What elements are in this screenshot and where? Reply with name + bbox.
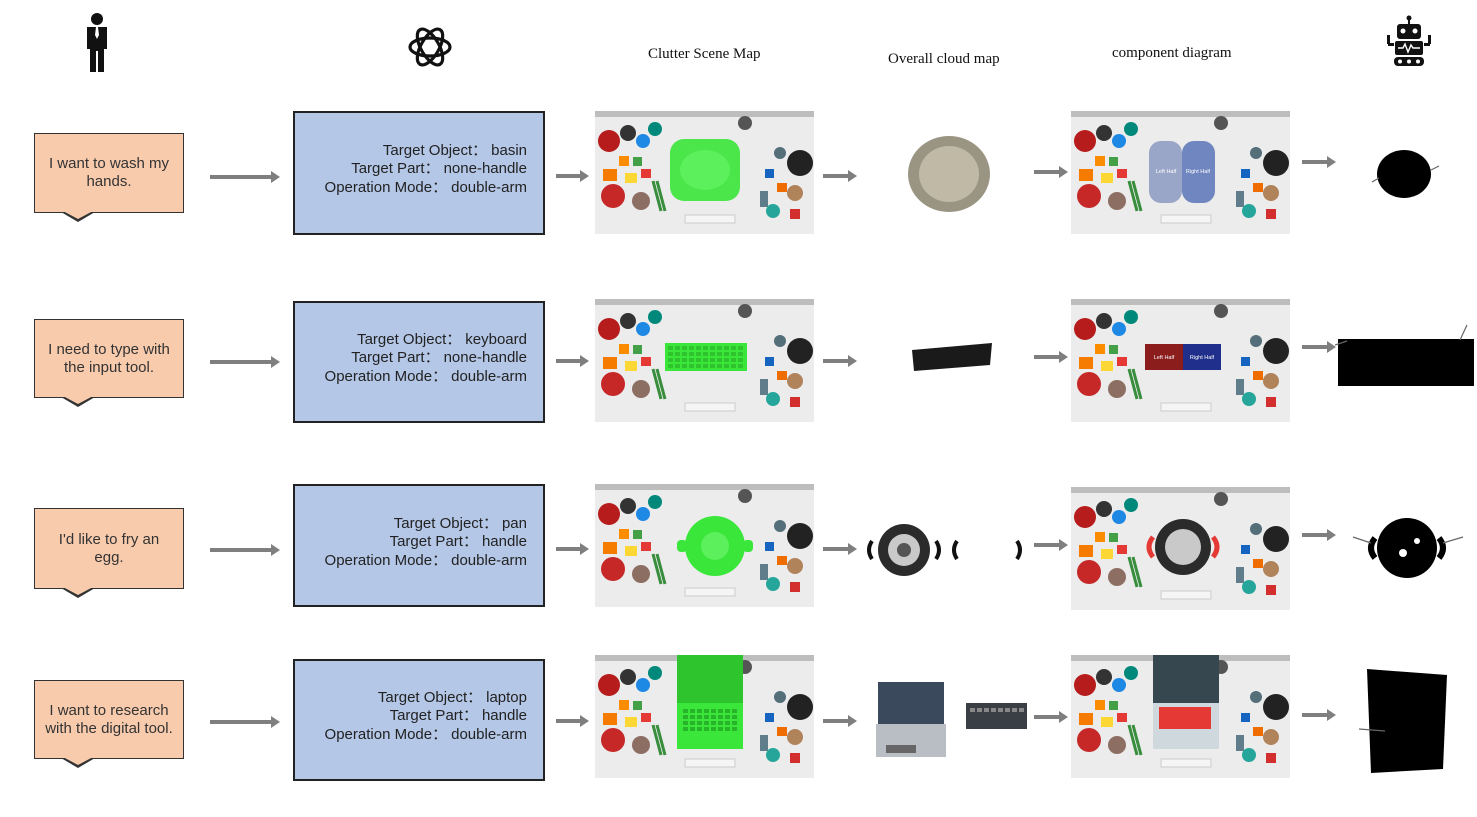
robot-grasp-result [1335, 305, 1475, 415]
target-part-label: Target Part： [351, 349, 440, 366]
flow-arrow [823, 170, 857, 182]
instruction-callout: I want to research with the digital tool… [34, 680, 184, 759]
operation-mode-value: double-arm [451, 179, 527, 196]
target-part-value: handle [481, 532, 527, 550]
operation-mode-label: Operation Mode： [324, 179, 448, 196]
operation-mode-label: Operation Mode： [324, 368, 448, 385]
target-part-label: Target Part： [351, 160, 440, 177]
robot-grasp-result [1335, 493, 1475, 603]
target-part-value: handle [481, 707, 527, 724]
instruction-callout: I need to type with the input tool. [34, 319, 184, 398]
callout-tail-fill [63, 211, 93, 219]
instruction-callout: I'd like to fry an egg. [34, 508, 184, 589]
flow-arrow [210, 171, 280, 183]
flow-arrow [1302, 709, 1336, 721]
target-part-line: Target Part：none-handle [351, 157, 527, 178]
instruction-callout: I want to wash my hands. [34, 133, 184, 213]
flow-arrow [210, 716, 280, 728]
target-object-line: Target Object：keyboard [357, 328, 527, 349]
part-label: Left Half [1154, 355, 1175, 361]
point-cloud-image [862, 315, 1027, 405]
flow-arrow [1034, 711, 1068, 723]
operation-mode-line: Operation Mode：double-arm [325, 176, 527, 197]
flow-arrow [1302, 156, 1336, 168]
robot-icon [1386, 15, 1432, 72]
target-part-label: Target Part： [389, 707, 478, 724]
instruction-text: I'd like to fry an egg. [58, 530, 160, 566]
target-object-value: basin [491, 142, 527, 159]
flow-arrow [1034, 539, 1068, 551]
clutter-scene-image [595, 299, 814, 422]
flow-arrow [556, 170, 589, 182]
clutter-scene-image [595, 111, 814, 234]
flow-arrow [210, 356, 280, 368]
robot-grasp-result [1335, 665, 1475, 775]
target-object-label: Target Object： [357, 331, 462, 348]
target-object-line: Target Object：laptop [378, 686, 527, 707]
target-object-label: Target Object： [393, 514, 498, 532]
target-object-line: Target Object：basin [383, 139, 527, 160]
flow-arrow [1034, 166, 1068, 178]
target-part-line: Target Part：none-handle [351, 346, 527, 367]
part-label: Left Half [1156, 169, 1177, 175]
target-part-line: Target Part：handle [390, 530, 527, 551]
instruction-text: I want to research with the digital tool… [45, 701, 173, 737]
flow-arrow [1302, 529, 1336, 541]
callout-tail-fill [63, 587, 93, 595]
target-part-line: Target Part：handle [390, 704, 527, 725]
target-object-value: laptop [486, 689, 527, 706]
operation-mode-line: Operation Mode：double-arm [325, 365, 527, 386]
target-object-value: keyboard [465, 331, 527, 348]
operation-mode-value: double-arm [451, 551, 527, 569]
operation-mode-label: Operation Mode： [324, 551, 448, 569]
instruction-text: I need to type with the input tool. [48, 340, 170, 376]
instruction-text: I want to wash my hands. [48, 155, 170, 190]
flow-arrow [1034, 351, 1068, 363]
part-label: Right Half [1190, 355, 1215, 361]
part-label: Right Half [1186, 169, 1211, 175]
flow-arrow [823, 355, 857, 367]
operation-mode-line: Operation Mode：double-arm [325, 549, 527, 570]
target-object-label: Target Object： [377, 689, 483, 706]
callout-tail-fill [63, 757, 93, 765]
flow-arrow [556, 543, 589, 555]
operation-mode-line: Operation Mode：double-arm [325, 723, 527, 744]
clutter-scene-image [595, 484, 814, 607]
header-component-diagram: component diagram [1112, 45, 1232, 61]
operation-mode-label: Operation Mode： [324, 726, 448, 743]
flow-arrow [823, 543, 857, 555]
flow-arrow [556, 355, 589, 367]
callout-tail-fill [63, 396, 93, 404]
point-cloud-image [862, 503, 1027, 593]
flow-arrow [1302, 341, 1336, 353]
target-part-value: none-handle [443, 160, 527, 177]
header-scene-map: Clutter Scene Map [648, 46, 761, 62]
target-object-label: Target Object： [382, 142, 488, 159]
robot-grasp-result [1335, 120, 1475, 230]
flow-arrow [210, 544, 280, 556]
target-part-label: Target Part： [389, 532, 478, 550]
header-cloud-map: Overall cloud map [888, 51, 1000, 67]
openai-logo-icon [404, 23, 456, 76]
target-object-value: pan [501, 514, 527, 532]
clutter-scene-image [595, 655, 814, 778]
component-diagram-image [1071, 487, 1290, 610]
target-part-value: none-handle [443, 349, 527, 366]
flow-arrow [556, 715, 589, 727]
person-icon [84, 13, 110, 78]
operation-mode-value: double-arm [451, 368, 527, 385]
target-object-line: Target Object：pan [394, 512, 527, 533]
point-cloud-image [862, 130, 1027, 220]
point-cloud-image [862, 675, 1027, 765]
component-diagram-image: Left Half Right Half [1071, 299, 1290, 422]
component-diagram-image: Left Half Right Half [1071, 111, 1290, 234]
component-diagram-image [1071, 655, 1290, 778]
flow-arrow [823, 715, 857, 727]
operation-mode-value: double-arm [451, 726, 527, 743]
